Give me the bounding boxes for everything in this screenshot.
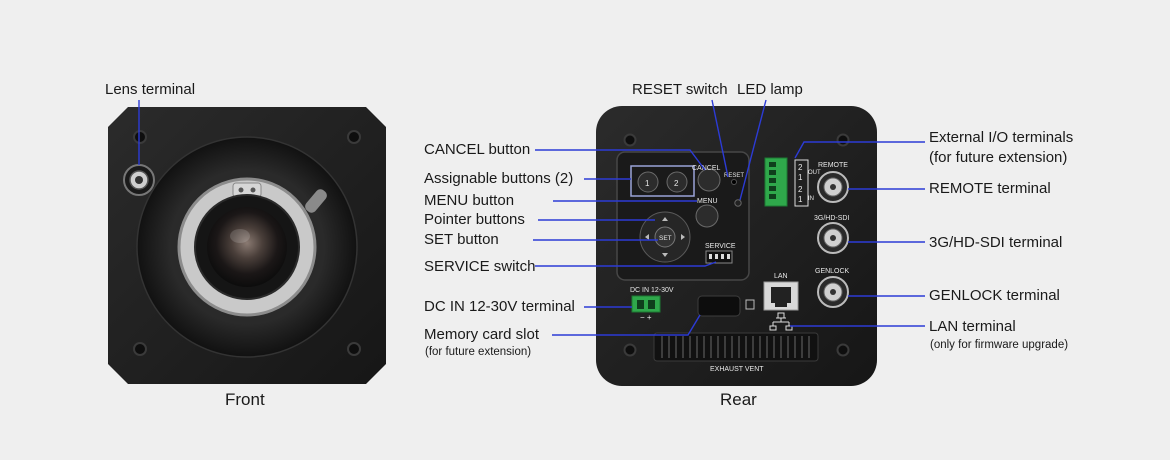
line-cancel: [535, 149, 706, 171]
marking-io-2a: 2: [798, 163, 803, 172]
marking-sdi: 3G/HD-SDI: [814, 215, 849, 222]
lens-release-lever: [305, 189, 327, 213]
lens-terminal-connector: [123, 164, 155, 196]
memory-card-slot-shape: [697, 295, 741, 317]
front-screw-br: [347, 342, 361, 356]
io-terminal-block: [764, 157, 809, 207]
genlock-connector: [817, 276, 849, 308]
marking-io-2b: 2: [798, 185, 803, 194]
marking-lan: LAN: [774, 273, 788, 280]
cancel-button-shape: [697, 168, 721, 192]
caption-rear: Rear: [720, 390, 757, 409]
label-memory-card-slot-note: (for future extension): [425, 346, 532, 358]
menu-button-shape: [695, 204, 719, 228]
marking-service: SERVICE: [705, 243, 736, 250]
marking-polarity: − +: [640, 313, 652, 322]
exhaust-vent: [653, 332, 819, 362]
marking-io-1b: 1: [798, 195, 803, 204]
label-pointer-buttons: Pointer buttons: [424, 211, 525, 228]
lan-port: [763, 281, 799, 331]
caption-front: Front: [225, 390, 265, 409]
front-screw-tr: [347, 130, 361, 144]
set-button-shape: [654, 226, 676, 248]
rear-camera: CANCEL RESET MENU SET SERVICE 1 2 DC IN …: [596, 106, 877, 386]
label-remote-terminal: REMOTE terminal: [929, 180, 1051, 197]
label-lan-terminal-note: (only for firmware upgrade): [930, 339, 1069, 351]
marking-io-out: OUT: [808, 170, 821, 176]
label-led-lamp: LED lamp: [737, 81, 803, 98]
label-external-io-2: (for future extension): [929, 149, 1068, 166]
marking-genlock: GENLOCK: [815, 268, 850, 275]
marking-menu: MENU: [697, 198, 718, 205]
line-memory-card: [552, 314, 701, 336]
marking-remote: REMOTE: [818, 162, 848, 169]
marking-exhaust-vent: EXHAUST VENT: [710, 366, 764, 373]
marking-cancel: CANCEL: [692, 165, 721, 172]
label-sdi-terminal: 3G/HD-SDI terminal: [929, 234, 1063, 251]
marking-io-1a: 1: [798, 173, 803, 182]
line-service: [535, 261, 717, 267]
lens-glass: [207, 207, 287, 287]
service-dip-switch: [705, 250, 733, 264]
label-cancel-button: CANCEL button: [424, 141, 531, 158]
led-lamp-shape: [734, 199, 742, 207]
marking-io-in: IN: [808, 196, 814, 202]
line-reset: [711, 99, 729, 178]
label-service-switch: SERVICE switch: [424, 258, 536, 275]
dc-in-connector: [631, 295, 661, 313]
front-camera: [108, 107, 386, 384]
assignable-button-2: [666, 171, 688, 193]
marking-set: SET: [659, 235, 672, 242]
label-memory-card-slot: Memory card slot: [424, 326, 540, 343]
label-lens-terminal: Lens terminal: [105, 81, 196, 98]
remote-connector: [817, 171, 849, 203]
assignable-button-1: [637, 171, 659, 193]
label-set-button: SET button: [424, 231, 499, 248]
marking-button-2: 2: [674, 179, 679, 188]
sdi-connector: [817, 222, 849, 254]
line-external-io: [794, 141, 925, 159]
label-genlock-terminal: GENLOCK terminal: [929, 287, 1060, 304]
marking-dc-in: DC IN 12-30V: [630, 287, 674, 294]
label-assignable-buttons: Assignable buttons (2): [424, 170, 574, 187]
line-led: [739, 99, 767, 201]
label-reset-switch: RESET switch: [632, 81, 728, 98]
assignable-group: [630, 165, 695, 197]
label-external-io-1: External I/O terminals: [929, 129, 1074, 146]
marking-button-1: 1: [645, 179, 650, 188]
label-menu-button: MENU button: [424, 192, 515, 209]
front-screw-tl: [133, 130, 147, 144]
reset-switch-hole: [731, 179, 737, 185]
marking-reset: RESET: [724, 173, 744, 179]
label-dc-in-terminal: DC IN 12-30V terminal: [424, 298, 575, 315]
label-lan-terminal: LAN terminal: [929, 318, 1016, 335]
front-screw-bl: [133, 342, 147, 356]
